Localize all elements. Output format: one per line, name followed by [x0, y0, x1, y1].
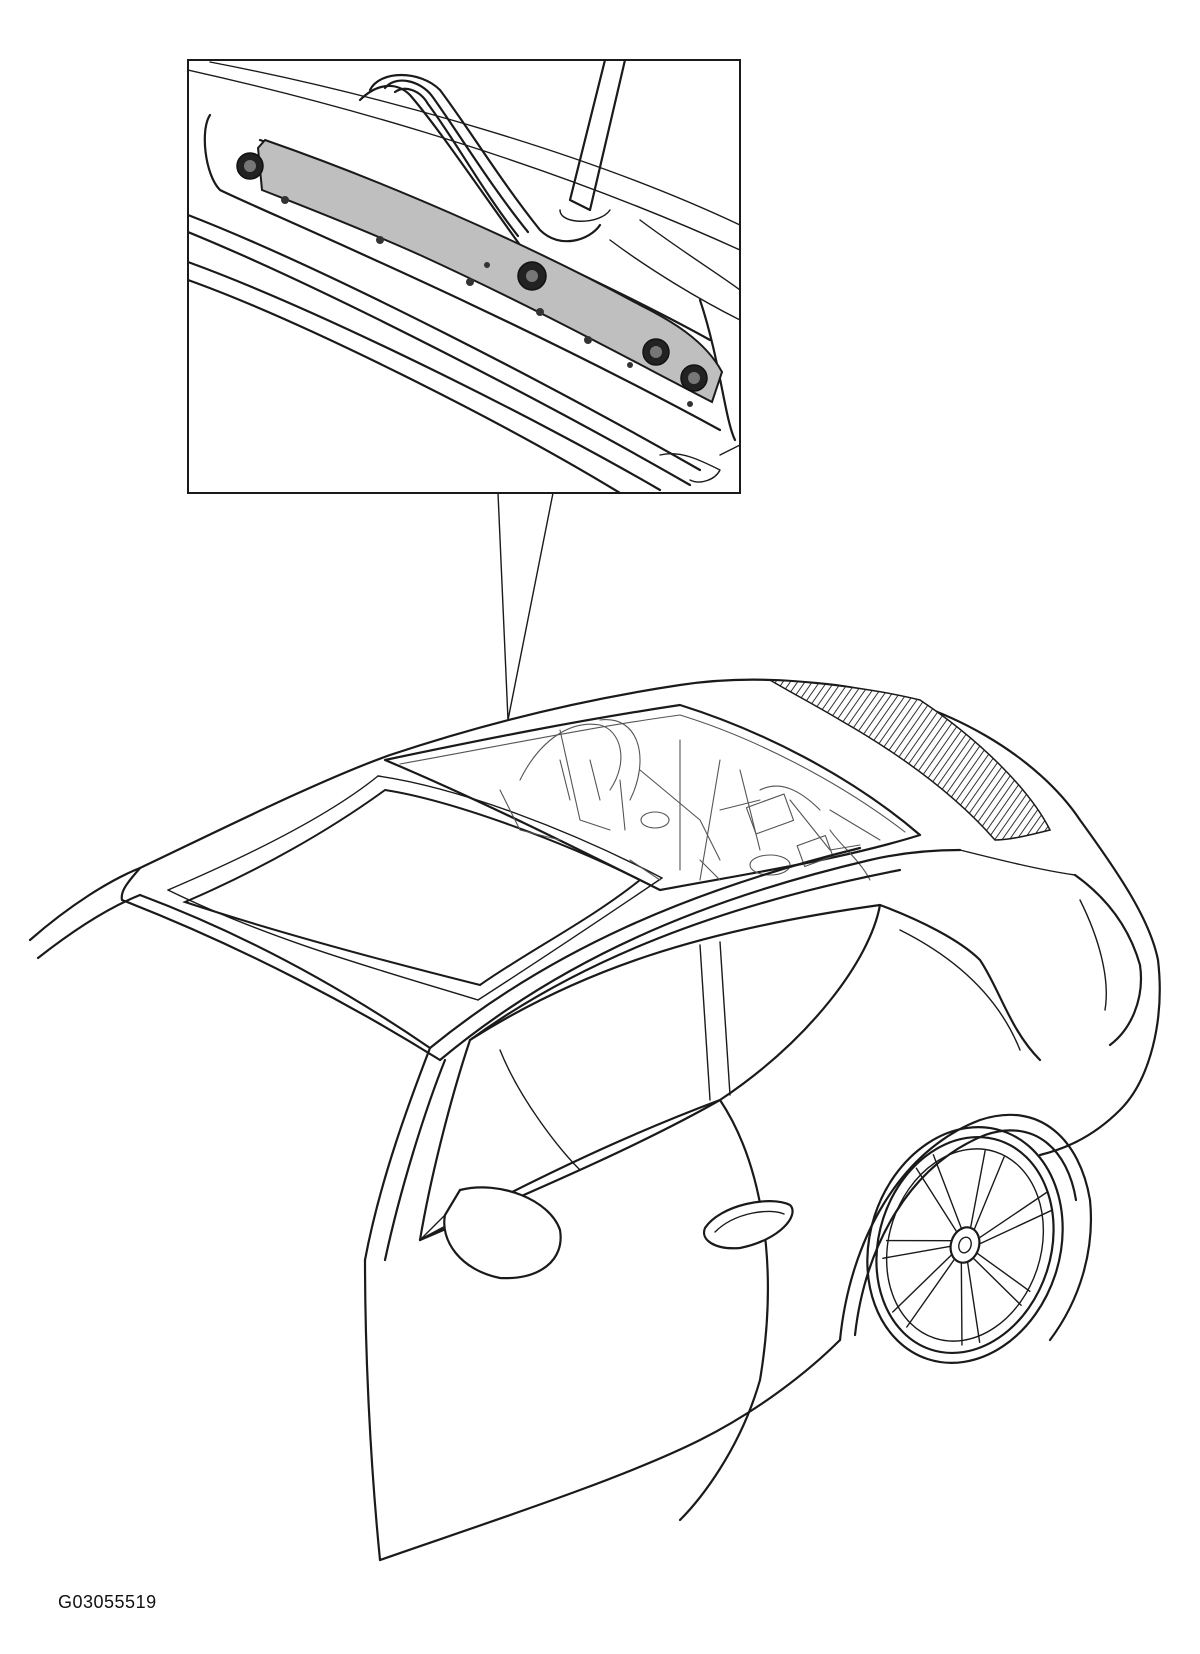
leader-lines [497, 492, 554, 721]
bolt-4 [680, 364, 708, 392]
mounting-holes [281, 196, 693, 407]
detail-inset [187, 59, 741, 494]
side-mirror [443, 1186, 562, 1280]
front-roof-glass [182, 788, 642, 987]
wheel-spokes [882, 1149, 1053, 1346]
rear-wheel [866, 1126, 1064, 1364]
bolt-3 [642, 338, 670, 366]
roof-opening [383, 703, 922, 892]
bolt-2 [517, 261, 547, 291]
rear-spoiler-vent [769, 679, 1052, 841]
car-body [28, 678, 1161, 1562]
door-handle [702, 1200, 794, 1250]
bolt-1 [236, 152, 264, 180]
highlight-strip [256, 138, 724, 404]
figure-code: G03055519 [58, 1592, 157, 1612]
